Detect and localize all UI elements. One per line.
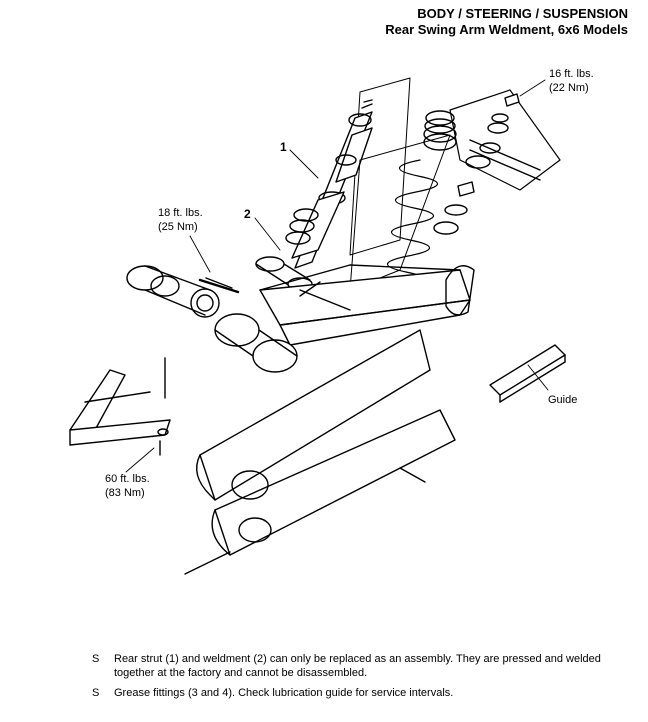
note-item: S Rear strut (1) and weldment (2) can on… [92,652,612,680]
frame-bracket [449,89,561,191]
torque-value: 60 ft. lbs. [105,473,150,485]
torque-label-bottom-left: 60 ft. lbs. (83 Nm) [105,472,150,500]
section-title: BODY / STEERING / SUSPENSION [417,6,628,21]
bolts [157,277,426,575]
torque-label-left: 18 ft. lbs. (25 Nm) [158,206,203,234]
torque-metric: (25 Nm) [158,221,198,233]
guide-label: Guide [548,394,578,406]
leader-lines [125,79,549,473]
swing-arm-weldment [214,264,475,373]
guide-part [489,344,566,403]
hardware-stack [433,93,520,235]
torque-label-top-right: 16 ft. lbs. (22 Nm) [549,67,594,95]
note-item: S Grease fittings (3 and 4). Check lubri… [92,686,612,700]
strut-backplane [349,77,411,256]
bump-stop [423,110,457,151]
torque-metric: (22 Nm) [549,82,589,94]
page-header: BODY / STEERING / SUSPENSION Rear Swing … [385,6,628,38]
callout-item-1: 1 [280,140,287,154]
bearing-housing [126,265,240,318]
note-text: Grease fittings (3 and 4). Check lubrica… [114,687,454,699]
note-text: Rear strut (1) and weldment (2) can only… [114,653,601,679]
figure-title: Rear Swing Arm Weldment, 6x6 Models [385,22,628,37]
lower-guard [196,329,456,556]
note-bullet: S [92,687,100,699]
callout-item-2: 2 [244,207,251,221]
note-bullet: S [92,653,100,665]
torque-value: 18 ft. lbs. [158,207,203,219]
notes-list: S Rear strut (1) and weldment (2) can on… [92,652,612,706]
torque-metric: (83 Nm) [105,487,145,499]
rear-strut [285,99,373,269]
torque-value: 16 ft. lbs. [549,68,594,80]
leaf-bracket [69,369,171,446]
